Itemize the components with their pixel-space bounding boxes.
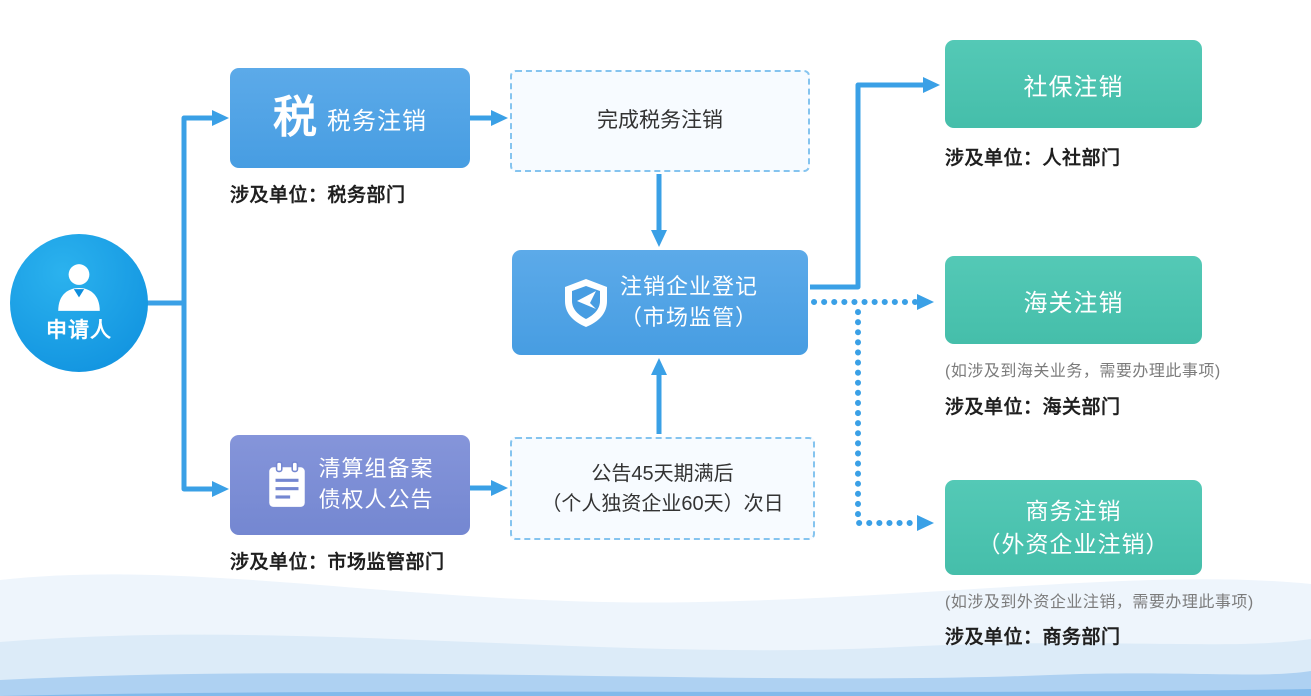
- customs-note: (如涉及到海关业务，需要办理此事项): [945, 363, 1221, 380]
- commerce-deregistration-node: 商务注销 （外资企业注销）: [945, 480, 1202, 575]
- applicant-label: 申请人: [46, 319, 112, 342]
- commerce-line1: 商务注销: [1025, 498, 1122, 525]
- tax-icon: 税: [273, 93, 317, 142]
- tax-deregistration-node: 税 税务注销: [230, 68, 470, 168]
- tax-done-box: 完成税务注销: [510, 70, 810, 172]
- customs-caption: 涉及单位：海关部门: [945, 397, 1121, 418]
- announcement-line1: 公告45天期满后: [591, 462, 734, 485]
- registration-title-line2: （市场监管）: [619, 304, 758, 330]
- customs-node-title: 海关注销: [1023, 289, 1124, 317]
- applicant-node: 申请人: [10, 234, 148, 372]
- tax-node-title: 税务注销: [327, 107, 427, 135]
- customs-deregistration-node: 海关注销: [945, 256, 1202, 344]
- commerce-caption: 涉及单位：商务部门: [945, 627, 1121, 648]
- commerce-line2: （外资企业注销）: [977, 530, 1170, 557]
- registration-node: 注销企业登记 （市场监管）: [512, 250, 808, 355]
- registration-title-line1: 注销企业登记: [619, 273, 758, 299]
- shield-icon: [564, 278, 607, 327]
- connector-registration-to-social: [810, 77, 940, 290]
- tax-node-caption: 涉及单位：税务部门: [230, 185, 406, 206]
- announcement-line2: （个人独资企业60天）次日: [541, 492, 784, 515]
- announcement-box: 公告45天期满后 （个人独资企业60天）次日: [510, 437, 815, 540]
- liquidation-node: 清算组备案 债权人公告: [230, 435, 470, 535]
- social-deregistration-node: 社保注销: [945, 40, 1202, 128]
- liquidation-caption: 涉及单位：市场监管部门: [230, 552, 445, 573]
- social-node-title: 社保注销: [1023, 73, 1124, 101]
- tax-done-title: 完成税务注销: [597, 109, 723, 133]
- commerce-note: (如涉及到外资企业注销，需要办理此事项): [945, 594, 1254, 611]
- connector-registration-to-commerce: [855, 309, 934, 531]
- social-caption: 涉及单位：人社部门: [945, 148, 1121, 169]
- clipboard-icon: [269, 461, 306, 507]
- liquidation-line2: 债权人公告: [318, 487, 434, 512]
- liquidation-line1: 清算组备案: [318, 456, 434, 482]
- person-icon: [58, 264, 100, 311]
